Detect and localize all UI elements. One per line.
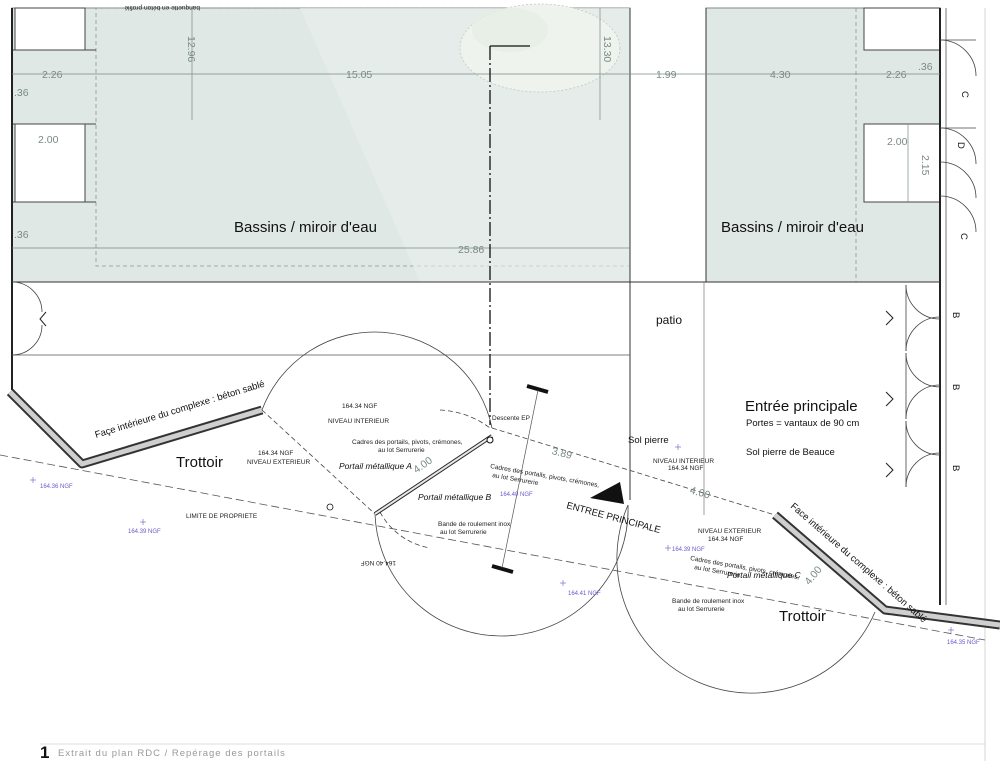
dim-400-c: 4.00 bbox=[802, 564, 824, 587]
caption-text: Extrait du plan RDC / Repérage des porta… bbox=[58, 748, 286, 759]
dim-1296: 12.96 bbox=[185, 36, 197, 62]
banquette-label: banquette en béton profilé bbox=[124, 4, 200, 11]
entree-principale-label: ENTREE PRINCIPALE bbox=[565, 500, 662, 536]
level-16439-a: 164.39 NGF bbox=[128, 529, 161, 535]
portail-c-label: Portail métallique C bbox=[727, 570, 802, 580]
level-16434-c: 164.34 NGF bbox=[668, 465, 703, 472]
dim-215: 2.15 bbox=[919, 155, 931, 176]
bande-note-1a: Bande de roulement inox bbox=[438, 521, 511, 528]
patio-label: patio bbox=[656, 313, 682, 327]
niveau-int-2: NIVEAU INTERIEUR bbox=[653, 458, 714, 465]
dim-36-right: .36 bbox=[918, 61, 933, 73]
dim-1330: 13.30 bbox=[601, 36, 613, 62]
downpipe-axis bbox=[489, 45, 530, 425]
facade-walls bbox=[6, 388, 1000, 630]
level-16434-d: 164.34 NGF bbox=[708, 536, 743, 543]
level-16434-b: 164.34 NGF bbox=[258, 450, 293, 457]
dim-199: 1.99 bbox=[656, 69, 677, 81]
level-16435: 164.35 NGF bbox=[947, 640, 980, 646]
bande-note-2b: au lot Serrurerie bbox=[678, 606, 725, 613]
walls bbox=[11, 8, 986, 761]
door-mark-b-1: B bbox=[950, 312, 961, 318]
portail-a-label: Portail métallique A bbox=[339, 461, 412, 471]
dim-430: 4.30 bbox=[770, 69, 791, 81]
descente-label: Descente EP bbox=[492, 415, 530, 422]
sol-beauce: Sol pierre de Beauce bbox=[746, 447, 835, 458]
level-16434-a: 164.34 NGF bbox=[342, 403, 377, 410]
trottoir-right: Trottoir bbox=[779, 608, 826, 625]
dim-200-left: 2.00 bbox=[38, 134, 59, 146]
dim-200-right: 2.00 bbox=[887, 136, 908, 148]
caption-number: 1 bbox=[40, 743, 49, 761]
door-swings bbox=[11, 39, 977, 488]
dim-1505: 15.05 bbox=[346, 69, 372, 81]
property-limit-line bbox=[0, 454, 986, 641]
dim-389: 3.89 bbox=[551, 445, 574, 462]
door-mark-d: D bbox=[955, 142, 966, 149]
door-mark-c-2: C bbox=[958, 233, 969, 240]
limite-label: LIMITE DE PROPRIETE bbox=[186, 513, 258, 520]
dim-2586: 25.86 bbox=[458, 244, 484, 256]
level-16436: 164.36 NGF bbox=[40, 484, 73, 490]
level-16440-b: 164.40 NGF bbox=[361, 559, 396, 566]
chevron-icons bbox=[39, 310, 894, 478]
dim-400-a: 4.00 bbox=[411, 454, 435, 476]
bande-note-1b: au lot Serrurerie bbox=[440, 529, 487, 536]
dim-226-left: 2.26 bbox=[42, 69, 63, 81]
tree-canopy bbox=[459, 3, 621, 93]
sol-pierre: Sol pierre bbox=[628, 435, 669, 446]
gate-swing-arcs bbox=[261, 331, 876, 694]
dimension-lines bbox=[12, 8, 940, 249]
basin-right-label: Bassins / miroir d'eau bbox=[721, 219, 864, 236]
niveau-ext-1: NIVEAU EXTERIEUR bbox=[247, 459, 311, 466]
level-16441: 164.41 NGF bbox=[568, 591, 601, 597]
entrance-arrow-icon bbox=[590, 482, 624, 504]
gate-leaves bbox=[326, 384, 549, 574]
door-mark-c-1: C bbox=[959, 91, 970, 98]
level-16439-b: 164.39 NGF bbox=[672, 547, 705, 553]
entree-title: Entrée principale bbox=[745, 398, 858, 415]
dim-36-left-a: .36 bbox=[14, 87, 29, 99]
portail-b-label: Portail métallique B bbox=[418, 492, 492, 502]
entree-doors: Portes = vantaux de 90 cm bbox=[746, 418, 859, 429]
niveau-ext-2: NIVEAU EXTERIEUR bbox=[698, 528, 762, 535]
cadres-note-1b: au lot Serrurerie bbox=[378, 447, 425, 454]
basin-left-label: Bassins / miroir d'eau bbox=[234, 219, 377, 236]
niveau-int-1: NIVEAU INTERIEUR bbox=[328, 418, 389, 425]
level-16440-a: 164.40 NGF bbox=[500, 492, 533, 498]
dim-400-b: 4.00 bbox=[688, 484, 711, 501]
dim-36-left-b: .36 bbox=[14, 229, 29, 241]
trottoir-left: Trottoir bbox=[176, 454, 223, 471]
door-mark-b-2: B bbox=[950, 384, 961, 390]
dim-226-right: 2.26 bbox=[886, 69, 907, 81]
door-mark-b-3: B bbox=[950, 465, 961, 471]
bande-note-2a: Bande de roulement inox bbox=[672, 598, 745, 605]
level-cross-marks bbox=[30, 444, 954, 633]
basin-right bbox=[705, 7, 941, 283]
cadres-note-1a: Cadres des portails, pivots, crémones, bbox=[352, 439, 463, 446]
